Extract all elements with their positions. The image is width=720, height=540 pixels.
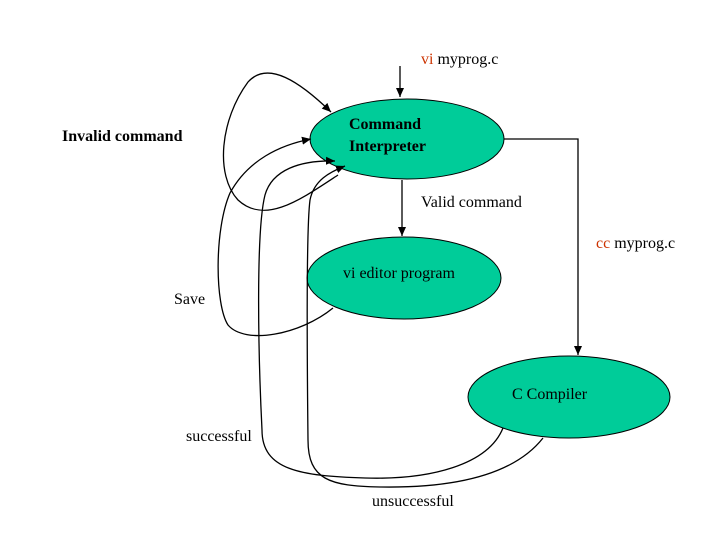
successful-return-arrow bbox=[257, 156, 504, 479]
valid-command-label: Valid command bbox=[421, 194, 522, 211]
vi-filename: myprog.c bbox=[433, 51, 498, 68]
cc-filename: myprog.c bbox=[610, 235, 675, 252]
cc-keyword: cc bbox=[596, 235, 610, 252]
vi-command-label: vi myprog.c bbox=[421, 51, 498, 68]
compiler-label: C Compiler bbox=[512, 386, 588, 403]
cc-command-label: cc myprog.c bbox=[596, 235, 675, 252]
successful-label: successful bbox=[186, 428, 252, 445]
interpreter-label-line2: Interpreter bbox=[349, 138, 426, 155]
c-compiler-node bbox=[467, 355, 671, 439]
vi-keyword: vi bbox=[421, 51, 434, 68]
cc-command-arrow bbox=[504, 138, 582, 355]
editor-label: vi editor program bbox=[343, 265, 456, 282]
invalid-command-label: Invalid command bbox=[62, 128, 183, 145]
unsuccessful-label: unsuccessful bbox=[372, 493, 454, 510]
unsuccessful-return-arrow bbox=[306, 165, 544, 488]
invalid-command-loop-arrow bbox=[222, 72, 339, 211]
save-label: Save bbox=[174, 291, 205, 308]
interpreter-label-line1: Command bbox=[349, 116, 421, 133]
save-return-arrow bbox=[217, 136, 334, 337]
